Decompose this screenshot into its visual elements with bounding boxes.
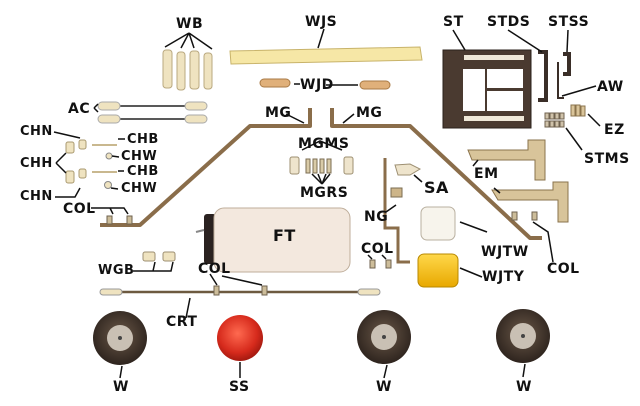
label-control-horn-bolt-bottom: CHB bbox=[127, 164, 159, 179]
wing-bolt bbox=[162, 49, 173, 89]
fuel-tank bbox=[195, 207, 351, 273]
label-steering-arm: SA bbox=[424, 178, 449, 197]
label-wing-bolts: WB bbox=[176, 16, 204, 32]
label-main-gear-retaining-screws: MGRS bbox=[300, 185, 349, 201]
collars-left bbox=[106, 215, 133, 225]
label-control-horn: CHH bbox=[20, 156, 53, 171]
wheel bbox=[93, 311, 147, 365]
control-horns bbox=[65, 139, 117, 189]
label-control-horn-bolt-top: CHB bbox=[127, 132, 159, 147]
main-gear-wire-left bbox=[100, 108, 312, 227]
ez-connectors bbox=[570, 104, 586, 117]
wing-joiner-dowel bbox=[359, 80, 391, 90]
wheel bbox=[496, 309, 550, 363]
label-servo-tray: ST bbox=[443, 14, 464, 30]
servo-tray-double-side bbox=[538, 50, 548, 102]
label-wheel-1: W bbox=[113, 379, 129, 395]
label-wing-joiner-dowel: WJD bbox=[300, 77, 334, 93]
wing-joiner-spar bbox=[229, 46, 423, 65]
label-collars-control-rod: COL bbox=[198, 261, 231, 277]
nose-gear-coil bbox=[390, 187, 403, 198]
label-servo-tray-mount-screws: STMS bbox=[584, 151, 630, 167]
wing-bolt bbox=[189, 50, 200, 90]
wing-bolts bbox=[162, 49, 213, 91]
label-collars-nose-gear: COL bbox=[361, 241, 394, 257]
aileron-connectors bbox=[97, 101, 208, 124]
label-engine-mounts: EM bbox=[474, 166, 499, 182]
servo-tray bbox=[442, 49, 532, 129]
nose-gear-wire bbox=[383, 158, 410, 264]
label-wheel-3: W bbox=[516, 379, 532, 395]
collars-nose-gear bbox=[369, 259, 392, 269]
servo-tray-mount-screws bbox=[544, 112, 565, 128]
label-wheel-collet-yellow: WJTY bbox=[482, 269, 525, 285]
wing-bolt bbox=[176, 51, 186, 91]
label-servo-tray-double-side: STDS bbox=[487, 14, 531, 30]
label-control-horn-nut-bottom: CHN bbox=[20, 189, 53, 204]
engine-mounts bbox=[467, 139, 569, 223]
spinner bbox=[217, 315, 263, 361]
label-nose-gear: NG bbox=[364, 209, 389, 225]
label-collars-engine-mount: COL bbox=[547, 261, 580, 277]
wheel bbox=[357, 310, 411, 364]
label-wing-guide-blocks: WGB bbox=[98, 263, 135, 278]
label-wheel-2: W bbox=[376, 379, 392, 395]
label-main-gear-mount-straps: MGMS bbox=[298, 136, 350, 152]
servo-tray-single-side bbox=[563, 52, 571, 76]
label-wheel-collet-white: WJTW bbox=[481, 244, 529, 260]
allen-wrench bbox=[557, 62, 564, 99]
label-control-horn-washer-top: CHW bbox=[121, 149, 158, 164]
label-fuel-tank: FT bbox=[273, 226, 296, 245]
wing-bolt bbox=[203, 52, 213, 90]
label-collars-left: COL bbox=[63, 201, 96, 217]
main-gear-straps bbox=[289, 156, 354, 175]
collars-engine-mount bbox=[511, 211, 538, 221]
main-gear-wire-right bbox=[330, 108, 542, 240]
label-ez-connectors: EZ bbox=[604, 122, 625, 138]
label-wing-joiner-spar: WJS bbox=[305, 14, 338, 30]
wjt-white bbox=[420, 206, 456, 241]
label-control-horn-nut-top: CHN bbox=[20, 124, 53, 139]
label-control-rod: CRT bbox=[166, 314, 198, 330]
label-spinner: SS bbox=[229, 379, 250, 395]
label-allen-wrench: AW bbox=[597, 79, 624, 95]
label-main-gear-left: MG bbox=[265, 105, 292, 121]
wjt-yellow bbox=[417, 253, 459, 288]
label-main-gear-right: MG bbox=[356, 105, 383, 121]
control-rod bbox=[99, 285, 381, 296]
leader-lines bbox=[53, 28, 601, 379]
label-control-horn-washer-bottom: CHW bbox=[121, 181, 158, 196]
wing-guide-blocks bbox=[142, 251, 176, 262]
label-servo-tray-single-side: STSS bbox=[548, 14, 590, 30]
label-aileron-connectors: AC bbox=[68, 101, 91, 117]
steering-arm bbox=[394, 163, 422, 176]
wing-joiner-dowel bbox=[259, 78, 291, 88]
